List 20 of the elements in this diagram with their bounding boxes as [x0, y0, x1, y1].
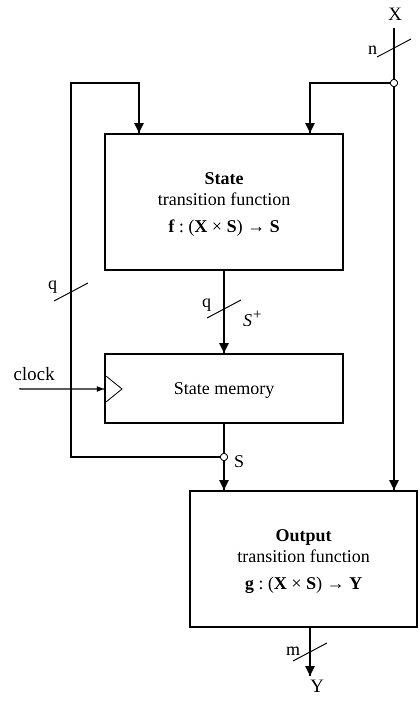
box-heading: State — [204, 168, 244, 188]
signal-label: clock — [6, 364, 62, 388]
formula-text: g : (X × S) → Y — [244, 572, 362, 594]
arrow — [305, 628, 315, 676]
register-box — [104, 353, 344, 424]
process-box — [104, 133, 344, 271]
bus-width-label: q — [48, 273, 57, 293]
bus-width-label: n — [368, 38, 377, 58]
formula-text: f : (X × S) → S — [168, 216, 280, 236]
bus-width-label: m — [286, 639, 300, 659]
box-text: transition function — [158, 188, 290, 210]
process-box — [189, 490, 418, 628]
arrow — [19, 386, 104, 392]
signal-label: Y — [302, 676, 332, 700]
signal-label: X — [384, 4, 406, 28]
bus-width-label: q — [202, 291, 211, 311]
box-heading: Output — [275, 524, 332, 546]
box-text: transition function — [237, 546, 370, 566]
arrow — [219, 271, 229, 353]
box-text: State memory — [174, 378, 274, 399]
